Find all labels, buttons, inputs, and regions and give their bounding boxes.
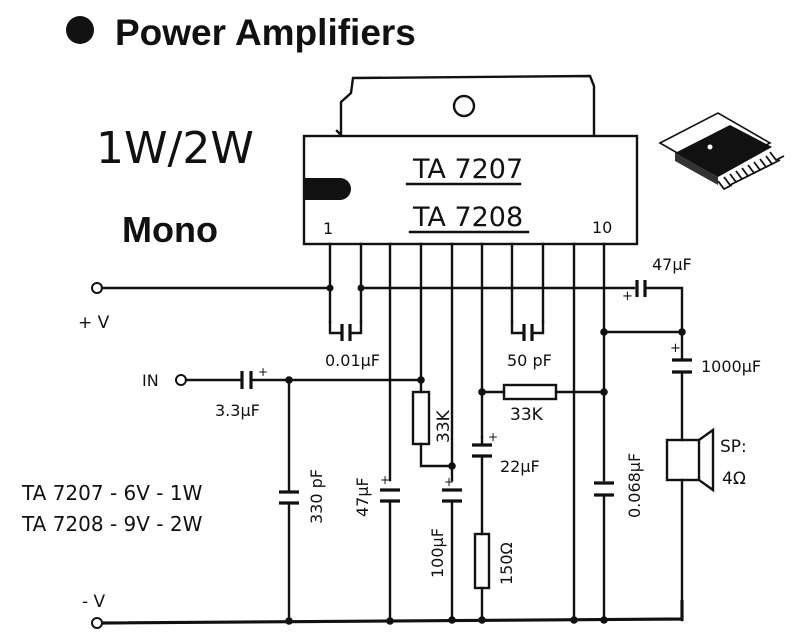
capacitor-100uf-label: 100µF <box>428 528 447 578</box>
capacitor-22uf: + 22µF <box>472 430 540 476</box>
note-ta7207: TA 7207 - 6V - 1W <box>21 481 203 505</box>
polarity-plus-icon: + <box>444 475 454 489</box>
speaker-impedance: 4Ω <box>722 469 746 489</box>
resistor-33k-feedback-label: 33K <box>510 405 544 425</box>
capacitor-100uf: + 100µF <box>428 475 462 622</box>
ic-pins <box>328 242 606 622</box>
capacitor-22uf-label: 22µF <box>500 457 540 476</box>
resistor-33k-bias: 33K <box>411 378 456 470</box>
power-rating-label: 1W/2W <box>96 123 254 174</box>
speaker: SP: 4Ω <box>665 427 747 622</box>
pin1-notch-icon <box>305 178 351 200</box>
capacitor-1000uf-label: 1000µF <box>701 357 761 376</box>
capacitor-0-01uf: 0.01µF <box>325 320 380 370</box>
ic-part-b: TA 7208 <box>412 202 523 233</box>
vplus-label: + V <box>78 313 110 333</box>
mounting-hole-icon <box>452 94 476 118</box>
capacitor-0-068uf-label: 0.068µF <box>625 453 644 518</box>
capacitor-47uf-bootstrap-label: 47µF <box>652 255 692 274</box>
polarity-plus-icon: + <box>622 289 633 304</box>
capacitor-3-3uf: + 3.3µF <box>215 365 268 420</box>
capacitor-50pf-label: 50 pF <box>507 351 552 370</box>
capacitor-47uf-filter-label: 47µF <box>353 477 372 517</box>
ic-part-a: TA 7207 <box>412 154 523 185</box>
capacitor-0-01uf-label: 0.01µF <box>325 351 380 370</box>
vplus-terminal[interactable] <box>91 282 103 294</box>
ic-package: TA 7207 TA 7208 1 10 <box>302 74 639 246</box>
speaker-label: SP: <box>720 437 747 457</box>
capacitor-47uf-filter: + 47µF <box>353 473 400 622</box>
vminus-label: - V <box>82 592 106 612</box>
capacitor-330pf: 330 pF <box>279 378 326 622</box>
resistor-150-ohm: 150Ω <box>473 532 516 622</box>
pin-10-label: 10 <box>592 218 612 237</box>
mode-label: Mono <box>122 209 218 250</box>
ic-package-illustration-icon <box>658 112 785 191</box>
capacitor-330pf-label: 330 pF <box>307 469 326 524</box>
capacitor-50pf: 50 pF <box>507 320 552 370</box>
resistor-150-ohm-label: 150Ω <box>497 542 516 585</box>
note-ta7208: TA 7208 - 9V - 2W <box>21 512 203 536</box>
polarity-plus-icon: + <box>670 341 681 356</box>
capacitor-47uf-bootstrap: + 47µF <box>622 255 692 334</box>
resistor-33k-feedback: 33K <box>478 383 608 425</box>
polarity-plus-icon: + <box>380 473 390 487</box>
page-title: Power Amplifiers <box>115 12 416 53</box>
input-label: IN <box>142 371 159 390</box>
polarity-plus-icon: + <box>488 430 498 444</box>
title-bullet-icon <box>66 16 94 44</box>
speaker-icon <box>665 427 715 493</box>
polarity-plus-icon: + <box>258 365 268 379</box>
resistor-33k-bias-label: 33K <box>434 409 454 443</box>
input-terminal[interactable] <box>175 374 187 386</box>
capacitor-0-068uf: 0.068µF <box>594 453 644 622</box>
vminus-terminal[interactable] <box>91 617 103 629</box>
capacitor-3-3uf-label: 3.3µF <box>215 401 260 420</box>
capacitor-1000uf: + 1000µF <box>670 330 761 442</box>
pin-1-label: 1 <box>323 219 333 238</box>
